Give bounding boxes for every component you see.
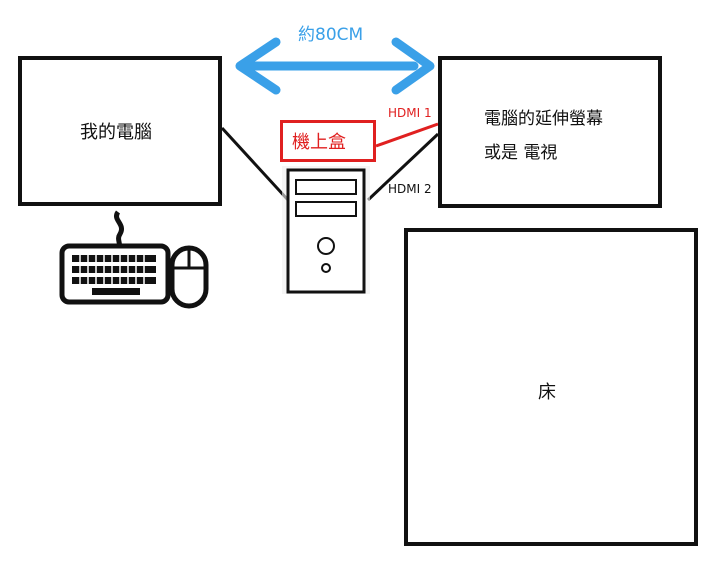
distance-label: 約80CM: [298, 25, 364, 45]
computer-tower-icon: [282, 166, 370, 294]
hdmi1-cable: [375, 122, 439, 148]
set-top-box-label: 機上盒: [292, 132, 346, 153]
keyboard-icon: [59, 210, 171, 305]
double-arrow-icon: [235, 37, 435, 95]
monitor-label-line1: 電腦的延伸螢幕: [484, 109, 603, 129]
hdmi2-cable: [366, 132, 440, 202]
my-computer-label: 我的電腦: [80, 122, 152, 143]
bed-label: 床: [538, 382, 556, 403]
hdmi2-label: HDMI 2: [388, 182, 432, 196]
extended-monitor-box: [438, 56, 662, 208]
set-top-box: [280, 120, 376, 162]
mouse-icon: [169, 245, 209, 309]
cable-computer-to-tower: [220, 126, 290, 202]
hdmi1-label: HDMI 1: [388, 106, 432, 120]
my-computer-box: [18, 56, 222, 206]
monitor-label-line2: 或是 電視: [484, 143, 558, 163]
bed-box: [404, 228, 698, 546]
